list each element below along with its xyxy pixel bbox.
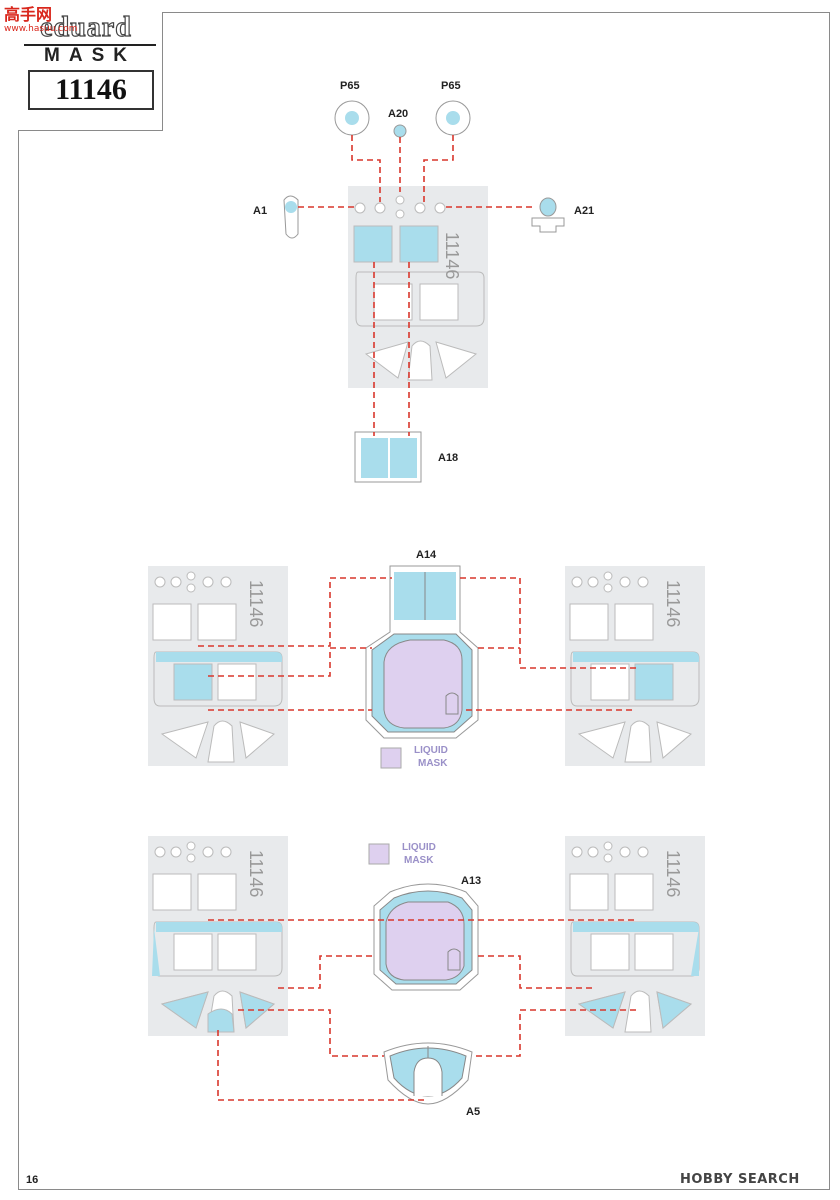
- label-a5: A5: [466, 1106, 480, 1118]
- top-assembly: P65 P65 A20 A1 A21 11146: [253, 80, 594, 483]
- sheet-code-bottom-left: 11146: [246, 850, 266, 897]
- liquid-mask-swatch-bottom: [368, 843, 390, 865]
- label-a20: A20: [388, 108, 408, 120]
- label-a21: A21: [574, 205, 594, 217]
- label-a18: A18: [438, 452, 458, 464]
- sheet-code-mid-left: 11146: [246, 580, 266, 627]
- mask-sheet-bottom-left: [147, 835, 289, 1037]
- label-a1: A1: [253, 205, 267, 217]
- page-border: [18, 12, 830, 1190]
- page-number: 16: [26, 1174, 39, 1186]
- brand-product-line: MASK: [24, 44, 156, 66]
- label-a14: A14: [416, 549, 437, 561]
- bottom-assembly: A13 LIQUID MASK A5: [147, 835, 706, 1118]
- liquid-mask-text-mid-1: LIQUID: [414, 745, 448, 756]
- label-p65-right: P65: [441, 80, 461, 92]
- watermark-top: 高手网: [4, 5, 53, 24]
- guide-lines-top: [298, 135, 532, 436]
- part-a14: [365, 565, 479, 739]
- watermark-top-url: www.hasuu.com: [4, 24, 78, 34]
- mask-sheet-mid-left: [147, 565, 289, 767]
- part-a5: [383, 1042, 473, 1105]
- product-code: 11146: [28, 70, 154, 110]
- mask-sheet-bottom-right: [564, 835, 706, 1037]
- sheet-code-mid-right: 11146: [663, 580, 683, 627]
- part-a13: [373, 883, 479, 991]
- liquid-mask-text-bottom-1: LIQUID: [402, 842, 436, 853]
- liquid-mask-text-bottom-2: MASK: [404, 855, 434, 866]
- guide-lines-mid: [198, 577, 636, 711]
- mask-sheet-mid-right: [564, 565, 706, 767]
- label-a13: A13: [461, 875, 481, 887]
- sheet-code-bottom-right: 11146: [663, 850, 683, 897]
- middle-assembly: A14 LIQUID MASK: [147, 549, 706, 769]
- liquid-mask-text-mid-2: MASK: [418, 758, 448, 769]
- sheet-code-top: 11146: [442, 232, 462, 279]
- part-a21: [531, 217, 565, 233]
- mask-sheet-top: [348, 186, 488, 388]
- brand-logo-eduard: eduard: [40, 12, 132, 43]
- part-a20: [393, 124, 407, 138]
- guide-lines-bottom: [208, 919, 636, 1101]
- liquid-mask-swatch-mid: [380, 747, 402, 769]
- label-p65-left: P65: [340, 80, 360, 92]
- watermark-bottom: HOBBY SEARCH: [680, 1172, 800, 1187]
